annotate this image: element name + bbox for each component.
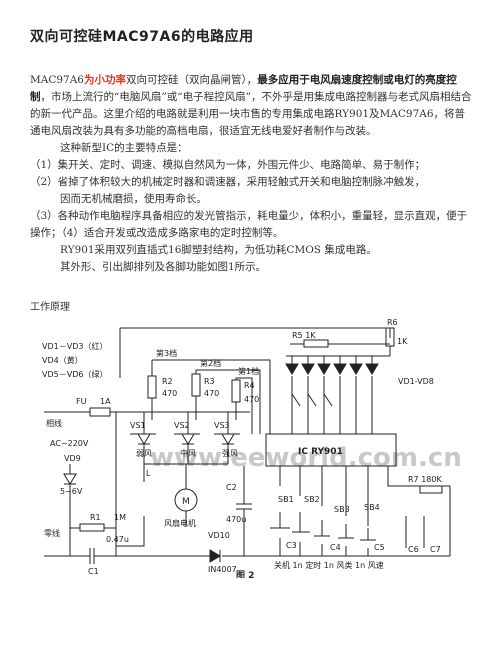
r2-value: 470	[162, 389, 177, 398]
c5-label: C5	[374, 543, 385, 552]
article-body: MAC97A6为小功率双向可控硅（双向晶闸管），最多应用于电风扇速度控制或电灯的…	[30, 72, 475, 276]
vs1-label: VS1	[130, 421, 146, 430]
triac-group	[130, 412, 240, 464]
sb3-label: SB3	[334, 505, 350, 514]
ac-label: AC~220V	[50, 439, 89, 448]
r2-resistor	[147, 375, 157, 399]
fuse	[89, 407, 111, 417]
c1-value: 0.47u	[106, 535, 129, 544]
fan-motor-label: 风扇电机	[164, 518, 196, 528]
tap1-label: 第1档	[238, 366, 259, 376]
tap3-label: 第3档	[156, 348, 177, 358]
fuse-value: 1A	[100, 397, 111, 406]
c2-value: 470u	[226, 515, 246, 524]
led-array	[285, 355, 390, 434]
motor-label: M	[182, 497, 190, 507]
vs2-label: VS2	[174, 421, 190, 430]
r1-resistor	[79, 523, 105, 532]
feature-2-cont: 因而无机械磨损，使用寿命长。	[60, 193, 207, 205]
intro-bold: 最多应用于电风扇速度控制或电灯的亮度控制	[30, 74, 457, 103]
feature-3: （3）各种动作电脑程序具备相应的发光管指示，耗电量少，体积小，重量轻，显示直观，…	[30, 210, 468, 239]
intro-paragraph: MAC97A6为小功率双向可控硅（双向晶闸管），最多应用于电风扇速度控制或电灯的…	[30, 72, 475, 140]
vd10-label: VD10	[208, 531, 230, 540]
sb4-label: SB4	[364, 503, 380, 512]
live-wire-label: 相线	[46, 418, 62, 428]
circuit-diagram: www.eeworld.com.cn VD1－VD3（红） VD4（黄） VD5…	[42, 318, 462, 578]
r3-label: R3	[204, 377, 215, 386]
vd10-value: IN4007	[208, 565, 237, 574]
r1-label: R1	[90, 513, 101, 522]
ic-label: IC RY901	[298, 447, 343, 457]
r6-value: 1K	[397, 337, 408, 346]
r3-value: 470	[204, 389, 219, 398]
feature-2: （2）省掉了体积较大的机械定时器和调速器，采用轻触式开关和电脑控制脉冲触发，	[30, 176, 426, 188]
r7-label: R7 180K	[408, 475, 442, 484]
key-labels: 关机 1n 定时 1n 风类 1n 风速	[274, 560, 384, 570]
legend-yellow: VD4（黄）	[42, 355, 83, 365]
neutral-label: 零线	[44, 528, 60, 538]
intro-part2: 双向可控硅（双向晶闸管），	[126, 74, 258, 86]
sb1-label: SB1	[278, 495, 294, 504]
speed-medium: 中风	[180, 448, 196, 458]
legend-red: VD1－VD3（红）	[42, 341, 107, 351]
c4-label: C4	[330, 543, 341, 552]
r2-label: R2	[162, 377, 173, 386]
speed-strong: 强风	[222, 449, 238, 458]
r4-resistor	[231, 379, 241, 403]
c6-label: C6	[408, 545, 419, 554]
sb2-label: SB2	[304, 495, 320, 504]
r6-label: R6	[387, 318, 398, 327]
r5-resistor	[303, 339, 329, 348]
ic-rY901	[265, 433, 397, 467]
led-label: VD1-VD8	[398, 377, 434, 386]
legend-green: VD5－VD6（绿）	[42, 370, 107, 379]
page-title: 双向可控硅MAC97A6的电路应用	[30, 29, 254, 45]
intro-part3: ，市场上流行的“电脑风扇”或“电子程控风扇”，不外乎是用集成电路控制器与老式风扇…	[30, 91, 472, 137]
intro-highlight: 为小功率	[84, 74, 126, 86]
figure-caption: 图 2	[236, 570, 254, 578]
c3-label: C3	[286, 541, 297, 550]
intro-part1: MAC97A6	[30, 74, 84, 86]
vd9-label: VD9	[64, 454, 81, 463]
c7-label: C7	[430, 545, 441, 554]
package-note: RY901采用双列直插式16脚塑封结构，为低功耗CMOS 集成电路。	[60, 244, 377, 256]
vd9-value: 5~6V	[60, 487, 83, 496]
r5-label: R5 1K	[292, 331, 316, 340]
vs3-label: VS3	[214, 421, 230, 430]
pin-note: 其外形、引出脚排列及各脚功能如图1所示。	[60, 261, 267, 273]
r7-resistor	[419, 485, 443, 494]
watermark-text: www.eeworld.com.cn	[150, 443, 462, 473]
features-intro: 这种新型IC的主要特点是：	[60, 142, 188, 154]
section-title: 工作原理	[30, 302, 70, 313]
r3-resistor	[191, 373, 201, 397]
r4-label: R4	[244, 381, 255, 390]
c2-label: C2	[226, 483, 237, 492]
lamp-label: L	[146, 469, 151, 478]
c1-label: C1	[88, 567, 99, 576]
feature-1: （1）集开关、定时、调速、模拟自然风为一体，外围元件少、电路简单、易于制作；	[30, 159, 426, 171]
speed-weak: 弱风	[136, 449, 152, 458]
fuse-label: FU	[76, 397, 87, 406]
r1-value: 1M	[114, 513, 126, 522]
tap2-label: 第2档	[200, 358, 221, 368]
